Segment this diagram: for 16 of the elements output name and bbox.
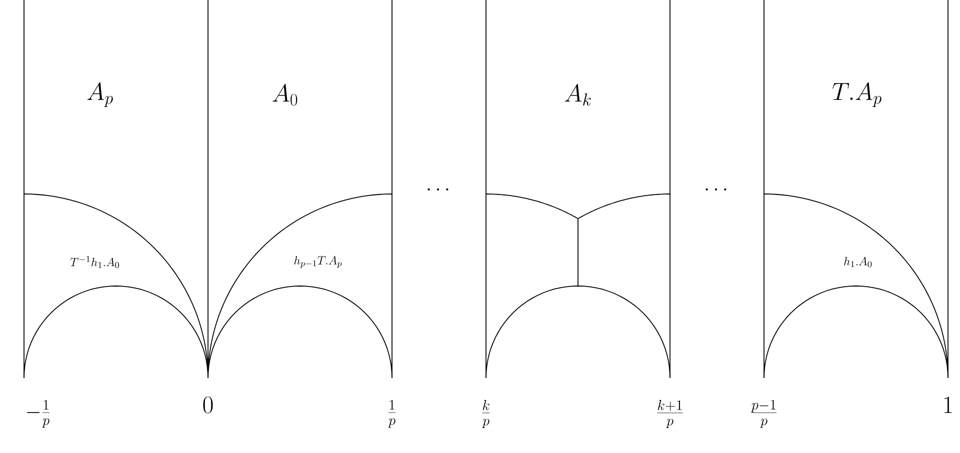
region-label: $0$ (203, 396, 213, 414)
region-label: $h_{p-1}T.A_p$ (294, 256, 342, 268)
region-label: $1$ (944, 396, 952, 413)
region-label: $\frac{p-1}{p}$ (750, 400, 777, 428)
region-label: $A_0$ (272, 84, 298, 106)
region-label: $T^{-1}h_1.A_0$ (70, 256, 120, 268)
region-label: $A_p$ (87, 82, 113, 107)
region-label: $\frac{k+1}{p}$ (657, 400, 683, 428)
region-label: $\cdots$ (428, 188, 448, 191)
region-label: $T.A_p$ (832, 82, 882, 107)
region-label: $A_k$ (564, 84, 591, 106)
region-label: $-\frac{1}{p}$ (26, 400, 50, 428)
region-label: $h_1.A_0$ (844, 256, 872, 268)
region-label: $\frac{1}{p}$ (388, 400, 396, 428)
region-label: $\frac{k}{p}$ (482, 400, 490, 428)
region-label: $\cdots$ (706, 188, 726, 191)
